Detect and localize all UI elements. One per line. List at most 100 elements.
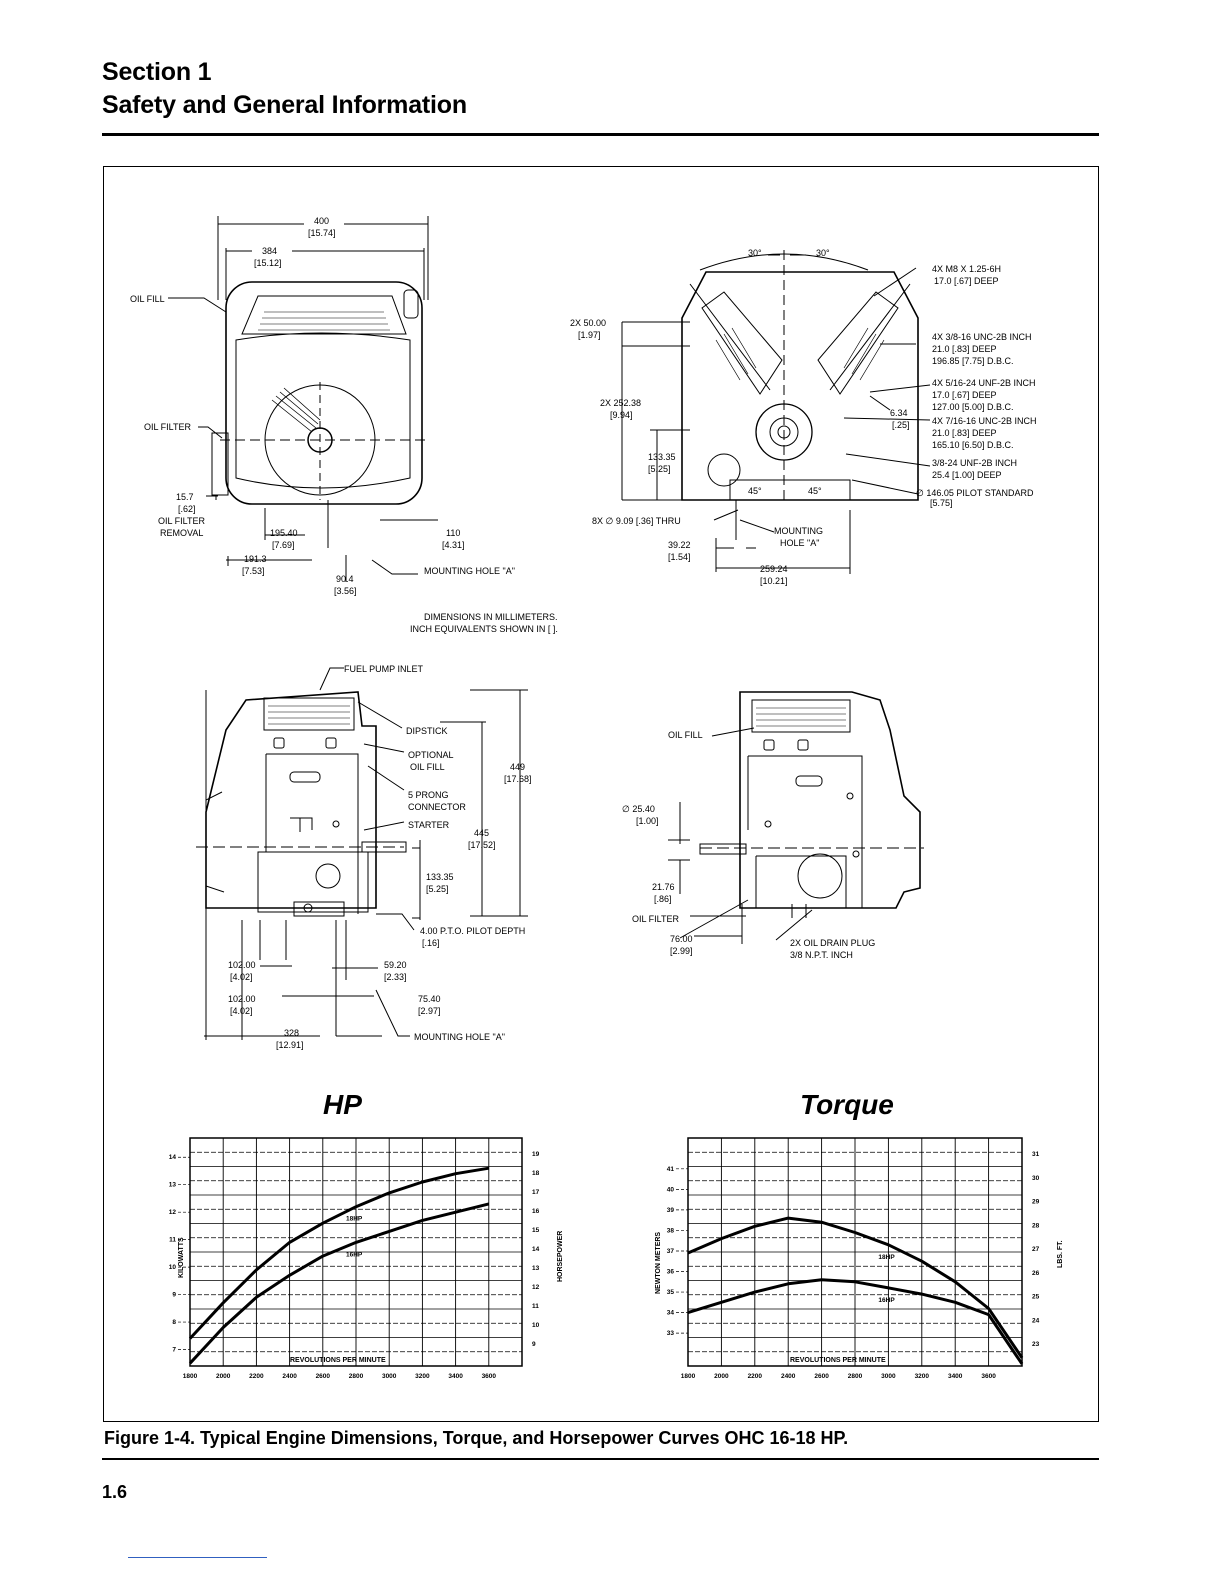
drawing-labels: 400 [15.74] 384 [15.12] OIL FILL OIL FIL… — [130, 216, 1037, 1050]
y2-tick-label: 18 — [532, 1170, 540, 1177]
dim-6-34: 6.34 — [890, 408, 908, 418]
y2-tick-label: 19 — [532, 1151, 540, 1158]
y2-tick-label: 17 — [532, 1189, 540, 1196]
hp-x-axis-label: REVOLUTIONS PER MINUTE — [290, 1357, 386, 1364]
series-line-18hp — [188, 1166, 490, 1340]
oil-filter-removal-1: OIL FILTER — [158, 516, 206, 526]
y2-tick-label: 28 — [1032, 1222, 1040, 1229]
series-label-16hp: 16HP — [346, 1251, 363, 1258]
rear-view-drawing — [621, 250, 931, 574]
angle-30-left: 30° — [748, 248, 762, 258]
y-tick-label: 36 — [667, 1269, 675, 1276]
note-516-1: 4X 5/16-24 UNF-2B INCH — [932, 378, 1036, 388]
torque-left-axis-label: NEWTON METERS — [655, 1232, 662, 1294]
dim-449: 449 — [510, 762, 525, 772]
page-number: 1.6 — [102, 1482, 128, 1502]
oil-fill-label: OIL FILL — [130, 294, 165, 304]
x-tick-label: 3600 — [482, 1373, 497, 1380]
dim-400: 400 — [314, 216, 329, 226]
y-tick-label: 37 — [667, 1248, 675, 1255]
note-m8-1: 4X M8 X 1.25-6H — [932, 264, 1001, 274]
y2-tick-label: 12 — [532, 1284, 540, 1291]
y2-tick-label: 24 — [1032, 1317, 1040, 1324]
y-tick-label: 12 — [169, 1209, 177, 1216]
prong-connector-1: 5 PRONG — [408, 790, 449, 800]
series-label-16hp: 16HP — [878, 1297, 895, 1304]
y-tick-label: 11 — [169, 1237, 176, 1244]
x-tick-label: 2400 — [282, 1373, 297, 1380]
dim-25-40: ∅ 25.40 — [622, 804, 655, 814]
dim-102b-in: [4.02] — [230, 1006, 253, 1016]
dim-259-24: 259.24 — [760, 564, 788, 574]
y2-tick-label: 14 — [532, 1246, 540, 1253]
dim-8x-thru: 8X ∅ 9.09 [.36] THRU — [592, 516, 681, 526]
note-pilot-2: [5.75] — [930, 498, 953, 508]
dim-384-in: [15.12] — [254, 258, 282, 268]
x-tick-label: 2200 — [748, 1373, 763, 1380]
note-38-1: 4X 3/8-16 UNC-2B INCH — [932, 332, 1032, 342]
dim-110: 110 — [446, 528, 460, 538]
x-tick-label: 2800 — [848, 1373, 863, 1380]
front-mounting-hole: MOUNTING HOLE "A" — [424, 566, 515, 576]
section-title: Safety and General Information — [102, 91, 467, 119]
x-tick-label: 2000 — [714, 1373, 729, 1380]
dim-195-40: 195.40 — [270, 528, 298, 538]
dim-59-20-in: [2.33] — [384, 972, 407, 982]
pto-depth-in: [.16] — [422, 938, 440, 948]
dim-191-3: 191.3 — [244, 554, 267, 564]
y2-tick-label: 27 — [1032, 1246, 1040, 1253]
dim-90-4: 90.4 — [336, 574, 354, 584]
dimensions-note-1: DIMENSIONS IN MILLIMETERS. — [424, 612, 558, 622]
torque-x-axis-label: REVOLUTIONS PER MINUTE — [790, 1357, 886, 1364]
dim-102b: 102.00 — [228, 994, 256, 1004]
rear-dim-133-35: 133.35 — [648, 452, 676, 462]
right-oil-fill: OIL FILL — [668, 730, 703, 740]
note-pilot-1: ∅ 146.05 PILOT STANDARD — [916, 488, 1034, 498]
fuel-pump-inlet: FUEL PUMP INLET — [344, 664, 424, 674]
dim-259-24-in: [10.21] — [760, 576, 788, 586]
y-tick-label: 41 — [667, 1166, 675, 1173]
y-tick-label: 9 — [172, 1292, 176, 1299]
dim-102a: 102.00 — [228, 960, 256, 970]
y-tick-label: 10 — [169, 1264, 177, 1271]
dim-328: 328 — [284, 1028, 299, 1038]
x-tick-label: 2600 — [316, 1373, 331, 1380]
y2-tick-label: 11 — [532, 1303, 539, 1310]
drain-plug-2: 3/8 N.P.T. INCH — [790, 950, 853, 960]
y-tick-label: 13 — [169, 1182, 177, 1189]
note-38-3: 196.85 [7.75] D.B.C. — [932, 356, 1014, 366]
side-mounting-hole: MOUNTING HOLE "A" — [414, 1032, 505, 1042]
y-tick-label: 34 — [667, 1310, 675, 1317]
note-3824-1: 3/8-24 UNF-2B INCH — [932, 458, 1017, 468]
x-tick-label: 3000 — [881, 1373, 896, 1380]
hp-right-axis-label: HORSEPOWER — [557, 1231, 564, 1282]
dim-191-3-in: [7.53] — [242, 566, 265, 576]
x-tick-label: 3200 — [415, 1373, 430, 1380]
prong-connector-2: CONNECTOR — [408, 802, 466, 812]
starter-label: STARTER — [408, 820, 450, 830]
series-line-16hp — [687, 1278, 1024, 1365]
y-tick-label: 14 — [169, 1154, 177, 1161]
note-38-2: 21.0 [.83] DEEP — [932, 344, 997, 354]
dim-2x50: 2X 50.00 — [570, 318, 606, 328]
note-m8-2: 17.0 [.67] DEEP — [934, 276, 999, 286]
x-tick-label: 2800 — [349, 1373, 364, 1380]
dim-15-7-in: [.62] — [178, 504, 196, 514]
x-tick-label: 3400 — [448, 1373, 463, 1380]
y-tick-label: 40 — [667, 1186, 675, 1193]
note-716-1: 4X 7/16-16 UNC-2B INCH — [932, 416, 1037, 426]
dim-445: 445 — [474, 828, 489, 838]
drain-plug-1: 2X OIL DRAIN PLUG — [790, 938, 875, 948]
x-tick-label: 2200 — [249, 1373, 264, 1380]
front-view-drawing — [168, 216, 438, 582]
pto-depth: 4.00 P.T.O. PILOT DEPTH — [420, 926, 525, 936]
torque-right-axis-label: LBS. FT. — [1057, 1240, 1064, 1268]
note-716-2: 21.0 [.83] DEEP — [932, 428, 997, 438]
dim-76-in: [2.99] — [670, 946, 693, 956]
side-view-right-drawing — [668, 691, 924, 944]
y2-tick-label: 29 — [1032, 1199, 1040, 1206]
y2-tick-label: 31 — [1032, 1151, 1040, 1158]
dim-15-7: 15.7 — [176, 492, 194, 502]
x-tick-label: 2000 — [216, 1373, 231, 1380]
